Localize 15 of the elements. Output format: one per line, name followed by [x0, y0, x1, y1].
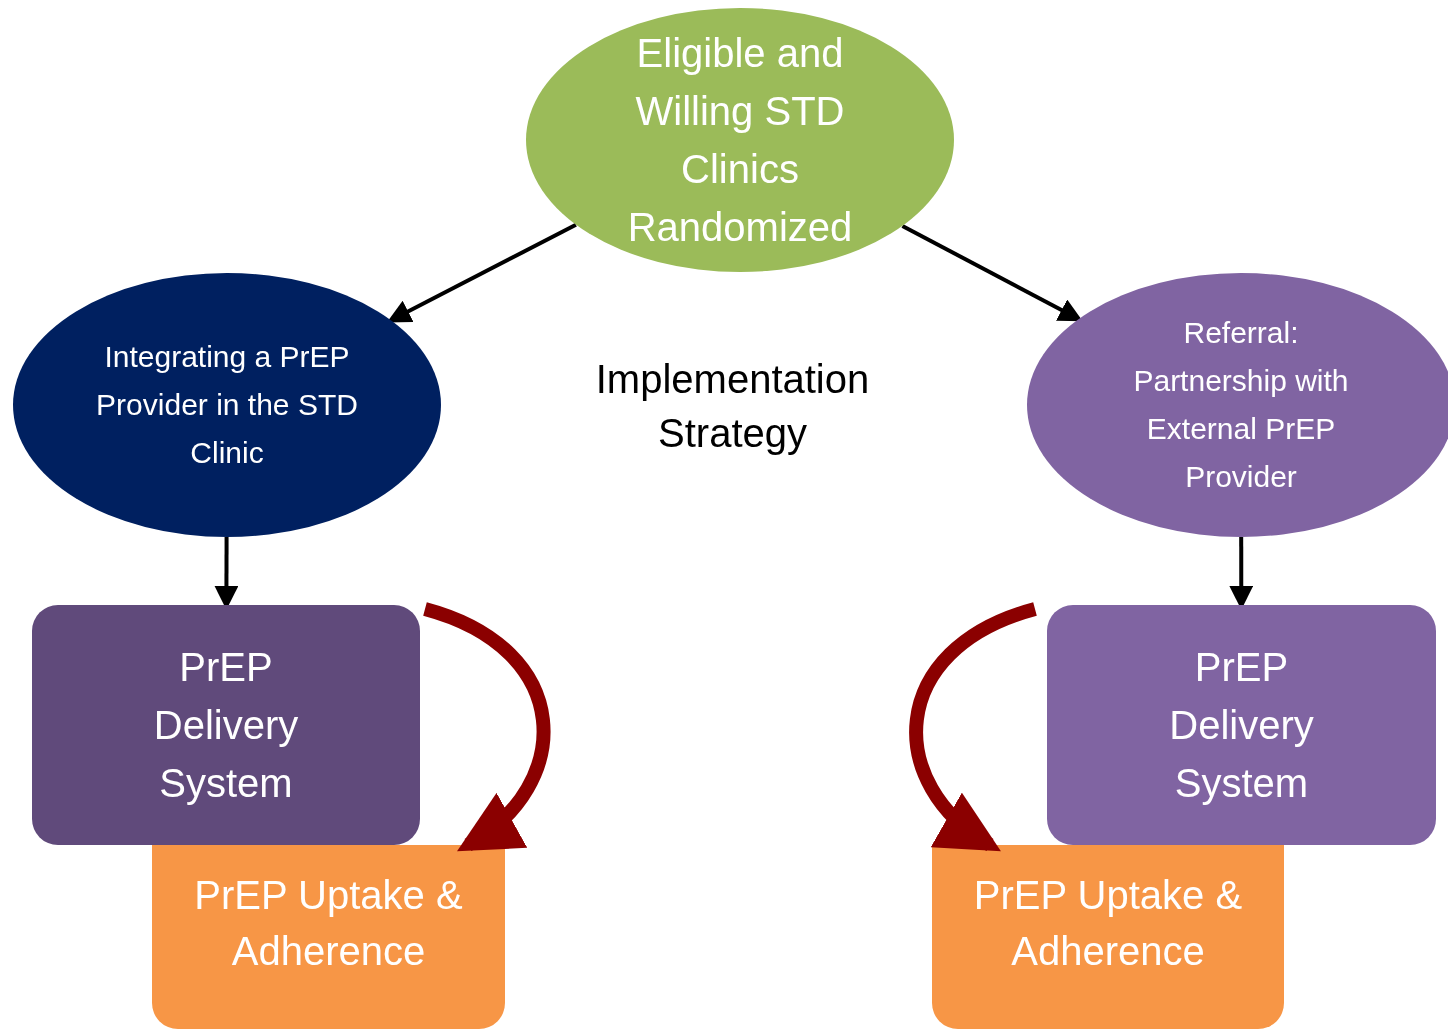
node-label: PrEP Delivery System [152, 644, 300, 807]
node-label: Integrating a PrEP Provider in the STD Clinic [95, 339, 359, 471]
node-label: PrEP Uptake & Adherence [193, 872, 464, 975]
node-label: PrEP Uptake & Adherence [972, 872, 1244, 975]
node-label: PrEP Delivery System [1168, 644, 1315, 807]
curved-arrow [422, 602, 550, 853]
node-label: Eligible and Willing STD Clinics Randomized [626, 30, 854, 251]
node-label: Referral: Partnership with External PrEP Provider [1132, 315, 1350, 495]
curved-arrow [909, 602, 1038, 853]
rounded-box [152, 845, 505, 1029]
arrow [901, 224, 1083, 322]
center-label: Implementation Strategy [594, 356, 871, 457]
rounded-box [932, 845, 1284, 1029]
rounded-box [32, 605, 420, 845]
rounded-box [1047, 605, 1436, 845]
